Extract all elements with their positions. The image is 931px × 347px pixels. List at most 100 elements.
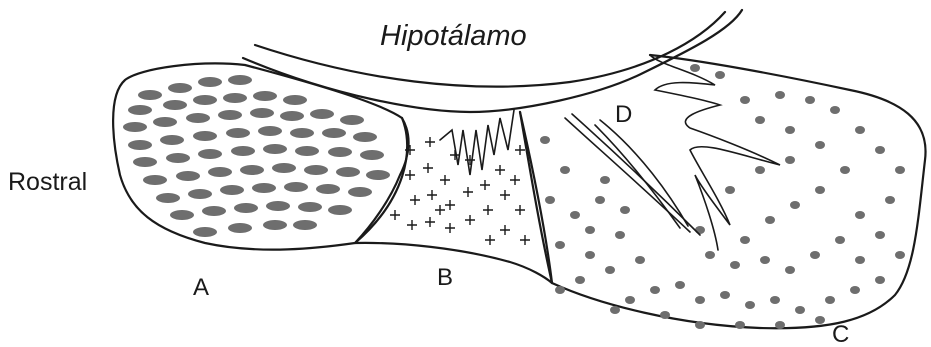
- plus-mark: [427, 190, 437, 200]
- cell-oval: [263, 220, 287, 230]
- cell-dot: [765, 216, 775, 224]
- cell-dot: [790, 201, 800, 209]
- cell-oval: [336, 167, 360, 177]
- plus-mark: [510, 175, 520, 185]
- cell-oval: [128, 140, 152, 150]
- cell-dot: [745, 301, 755, 309]
- plus-mark: [515, 205, 525, 215]
- plus-mark: [435, 205, 445, 215]
- cell-oval: [353, 132, 377, 142]
- cell-oval: [322, 128, 346, 138]
- cell-oval: [176, 171, 200, 181]
- cell-dot: [895, 166, 905, 174]
- cell-oval: [228, 75, 252, 85]
- region-a-label: A: [193, 274, 209, 301]
- cell-oval: [258, 126, 282, 136]
- cell-dot: [885, 196, 895, 204]
- region-c-label: C: [832, 321, 849, 347]
- region-a-cells: [123, 75, 390, 237]
- cell-dot: [595, 196, 605, 204]
- cell-oval: [123, 122, 147, 132]
- plus-mark: [495, 165, 505, 175]
- cell-oval: [328, 147, 352, 157]
- cell-dot: [795, 306, 805, 314]
- cell-dot: [615, 231, 625, 239]
- cell-dot: [805, 96, 815, 104]
- cell-oval: [304, 165, 328, 175]
- cell-dot: [740, 96, 750, 104]
- cell-dot: [815, 316, 825, 324]
- plus-mark: [405, 170, 415, 180]
- cell-oval: [143, 175, 167, 185]
- cell-dot: [610, 306, 620, 314]
- plus-mark: [465, 215, 475, 225]
- cell-oval: [226, 128, 250, 138]
- cell-oval: [328, 205, 352, 215]
- plus-mark: [520, 235, 530, 245]
- cell-oval: [340, 115, 364, 125]
- cell-oval: [186, 113, 210, 123]
- plus-mark: [425, 217, 435, 227]
- plus-mark: [480, 180, 490, 190]
- plus-mark: [500, 190, 510, 200]
- cell-dot: [720, 291, 730, 299]
- cell-oval: [198, 149, 222, 159]
- cell-dot: [600, 176, 610, 184]
- cell-dot: [695, 296, 705, 304]
- cell-dot: [560, 166, 570, 174]
- cell-oval: [160, 135, 184, 145]
- cell-oval: [250, 108, 274, 118]
- cell-oval: [263, 144, 287, 154]
- cell-oval: [253, 91, 277, 101]
- plus-mark: [407, 220, 417, 230]
- cell-dot: [695, 321, 705, 329]
- cell-dot: [785, 266, 795, 274]
- cell-oval: [252, 183, 276, 193]
- cell-dot: [585, 226, 595, 234]
- cell-dot: [835, 236, 845, 244]
- cell-dot: [760, 256, 770, 264]
- cell-oval: [163, 100, 187, 110]
- cell-dot: [875, 231, 885, 239]
- cell-oval: [156, 193, 180, 203]
- cell-dot: [840, 166, 850, 174]
- cell-dot: [755, 166, 765, 174]
- cell-oval: [280, 111, 304, 121]
- cell-dot: [815, 141, 825, 149]
- plus-mark: [425, 137, 435, 147]
- cell-oval: [360, 150, 384, 160]
- cell-dot: [540, 136, 550, 144]
- cell-dot: [675, 281, 685, 289]
- cell-dot: [585, 251, 595, 259]
- cell-dot: [690, 64, 700, 72]
- plus-mark: [440, 175, 450, 185]
- cell-oval: [138, 90, 162, 100]
- cell-dot: [775, 321, 785, 329]
- cell-dot: [730, 261, 740, 269]
- cell-dot: [855, 256, 865, 264]
- cell-oval: [133, 157, 157, 167]
- cell-dot: [810, 251, 820, 259]
- cell-dot: [625, 296, 635, 304]
- cell-dot: [555, 286, 565, 294]
- cell-dot: [755, 116, 765, 124]
- cell-oval: [284, 182, 308, 192]
- cell-dot: [815, 186, 825, 194]
- cell-oval: [290, 128, 314, 138]
- cell-oval: [153, 117, 177, 127]
- cell-oval: [128, 105, 152, 115]
- region-b-label: B: [437, 264, 453, 291]
- plus-mark: [483, 205, 493, 215]
- cell-dot: [660, 311, 670, 319]
- cell-dot: [605, 266, 615, 274]
- cell-dot: [715, 71, 725, 79]
- cell-oval: [188, 189, 212, 199]
- cell-dot: [555, 241, 565, 249]
- cell-oval: [170, 210, 194, 220]
- cell-dot: [855, 126, 865, 134]
- cell-dot: [575, 276, 585, 284]
- cell-oval: [293, 220, 317, 230]
- cell-dot: [570, 211, 580, 219]
- cell-oval: [272, 163, 296, 173]
- cell-dot: [895, 251, 905, 259]
